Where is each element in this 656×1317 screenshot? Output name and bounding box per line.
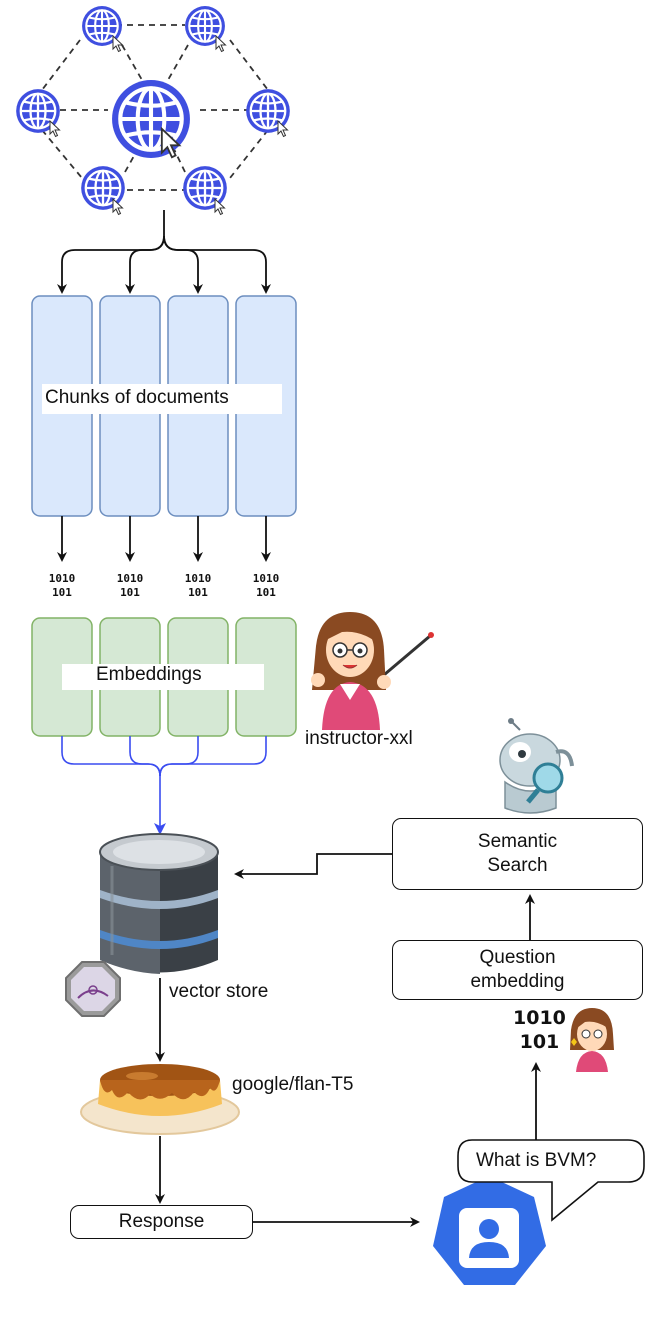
user-question-text: What is BVM? xyxy=(476,1150,597,1171)
database-icon xyxy=(99,833,219,974)
faiss-badge-icon xyxy=(65,961,121,1017)
globe-icon-right xyxy=(245,88,291,137)
split-arrows xyxy=(57,210,271,294)
chunk-to-binary-arrows xyxy=(57,516,271,562)
globe-icon-center xyxy=(112,80,190,158)
response-box: Response xyxy=(70,1205,253,1239)
user-badge-icon xyxy=(433,1176,546,1285)
search-robot-icon xyxy=(499,718,574,814)
teacher-icon xyxy=(311,612,434,730)
globe-icon-bottom-left xyxy=(80,165,126,215)
globe-icon-top-right xyxy=(184,5,226,52)
small-teacher-icon xyxy=(570,1008,614,1072)
flan-icon xyxy=(80,1064,240,1135)
search-to-db-arrow xyxy=(234,853,392,879)
instructor-label: instructor-xxl xyxy=(305,728,413,749)
embeddings-label: Embeddings xyxy=(96,664,202,685)
semantic-search-box: Semantic Search xyxy=(392,818,643,890)
question-embedding-box: Question embedding xyxy=(392,940,643,1000)
chunks-label-bg xyxy=(42,384,282,414)
globe-icon-left xyxy=(15,88,61,137)
embedding-merge-connectors xyxy=(61,736,267,835)
globe-icon-top-left xyxy=(81,5,123,52)
vector-store-label: vector store xyxy=(169,981,269,1002)
globe-icon-bottom-right xyxy=(182,165,228,215)
embeddings-label-bg xyxy=(62,664,264,690)
flan-model-label: google/flan-T5 xyxy=(232,1074,354,1095)
chunks-label: Chunks of documents xyxy=(45,387,229,408)
speech-bubble xyxy=(457,1139,645,1222)
